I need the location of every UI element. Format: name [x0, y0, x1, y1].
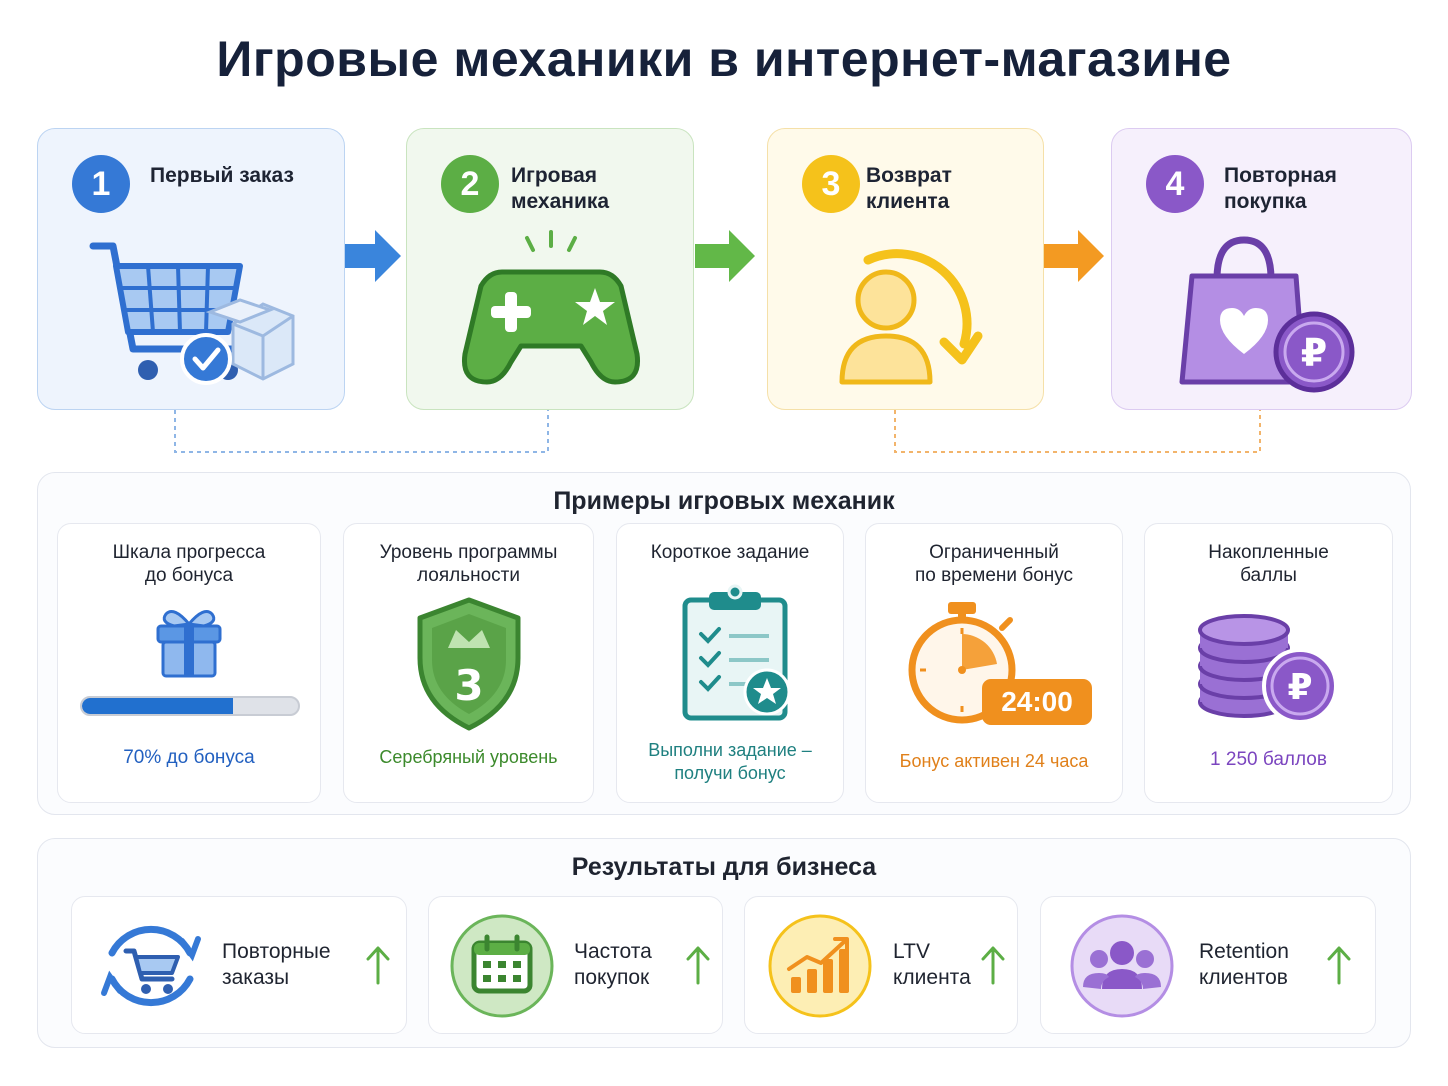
arrow-up-icon [686, 946, 710, 985]
card-title: Шкала прогресса [112, 542, 266, 563]
arrow-right-icon [695, 230, 755, 282]
card-caption: Бонус активен 24 часа [899, 751, 1089, 771]
card-title-2: лояльности [416, 565, 520, 586]
step-label-2: клиента [866, 190, 950, 213]
shopping-bag-icon: ₽ [1179, 236, 1355, 393]
progress-bar [80, 696, 300, 716]
growth-chart-icon [768, 914, 872, 1018]
results-panel: Результаты для бизнеса Повторные заказы [37, 838, 1411, 1048]
dashed-connector [894, 410, 1261, 453]
step-label-2: покупка [1224, 190, 1307, 213]
step-game-mechanic: 2 Игровая механика [406, 128, 694, 410]
result-label: LTV [893, 940, 930, 963]
step-client-return: 3 Возврат клиента [767, 128, 1044, 410]
svg-text:₽: ₽ [1301, 331, 1327, 375]
users-icon [1070, 914, 1174, 1018]
cart-cycle-icon [101, 925, 201, 1007]
card-title: Накопленные [1208, 542, 1329, 563]
checklist-icon [682, 584, 791, 721]
svg-text:₽: ₽ [1287, 667, 1312, 708]
card-title-2: до бонуса [144, 565, 234, 586]
card-title-2: баллы [1240, 565, 1297, 586]
stopwatch-icon: 24:00 [904, 598, 1104, 728]
card-caption: 1 250 баллов [1210, 749, 1327, 770]
page-title: Игровые механики в интернет-магазине [216, 31, 1232, 87]
example-card-loyalty-level: Уровень программы лояльности 3 Серебряны… [343, 523, 594, 803]
arrow-up-icon [981, 946, 1005, 985]
shield-crown-icon: 3 [417, 597, 520, 731]
result-retention: Retention клиентов [1040, 896, 1376, 1034]
example-card-short-task: Короткое задание Выполни задание – получ… [616, 523, 844, 803]
card-title-2: по времени бонус [914, 565, 1074, 586]
step-number: 2 [441, 155, 499, 213]
level-number: 3 [454, 661, 483, 710]
arrow-up-icon [366, 946, 390, 985]
card-caption: Выполни задание – [648, 740, 812, 760]
arrow-up-icon [1327, 946, 1351, 985]
card-caption: 70% до бонуса [123, 747, 255, 768]
progress-fill [82, 698, 234, 714]
coins-icon: ₽ [1197, 614, 1338, 724]
step-label: Первый заказ [150, 164, 294, 187]
step-number: 1 [72, 155, 130, 213]
dashed-connector [174, 410, 549, 453]
examples-panel: Примеры игровых механик Шкала прогресса … [37, 472, 1411, 815]
step-first-order: 1 Первый заказ [37, 128, 345, 410]
result-label-2: клиентов [1199, 966, 1288, 989]
gift-icon [156, 610, 222, 678]
timer-badge: 24:00 [982, 679, 1092, 725]
gamepad-icon [461, 230, 641, 385]
result-purchase-frequency: Частота покупок [428, 896, 723, 1034]
result-ltv: LTV клиента [744, 896, 1018, 1034]
step-label: Повторная [1224, 164, 1337, 187]
examples-title: Примеры игровых механик [553, 487, 895, 515]
card-title: Короткое задание [650, 542, 810, 563]
calendar-icon [450, 914, 554, 1018]
result-label-2: заказы [222, 966, 290, 989]
returning-user-icon [839, 249, 983, 385]
result-label: Retention [1199, 940, 1289, 963]
result-repeat-orders: Повторные заказы [71, 896, 407, 1034]
step-label-2: механика [511, 190, 610, 213]
card-title: Уровень программы [379, 542, 558, 563]
example-card-progress: Шкала прогресса до бонуса 70% до бонуса [57, 523, 321, 803]
shopping-cart-icon [89, 242, 295, 385]
card-caption: Серебряный уровень [379, 747, 558, 767]
results-title: Результаты для бизнеса [571, 853, 877, 881]
step-repeat-purchase: 4 Повторная покупка ₽ [1111, 128, 1412, 410]
step-label: Возврат [866, 164, 952, 187]
card-title: Ограниченный [929, 542, 1059, 563]
arrow-right-icon [1044, 230, 1104, 282]
card-caption-2: получи бонус [674, 763, 786, 783]
result-label-2: покупок [574, 966, 650, 989]
step-label: Игровая [511, 164, 598, 187]
result-label-2: клиента [893, 966, 971, 989]
example-card-timed-bonus: Ограниченный по времени бонус 24:00 Бону… [865, 523, 1123, 803]
result-label: Частота [574, 940, 652, 963]
result-label: Повторные [222, 940, 331, 963]
arrow-right-icon [345, 230, 401, 282]
step-number: 3 [802, 155, 860, 213]
step-number: 4 [1146, 155, 1204, 213]
example-card-points: Накопленные баллы ₽ [1144, 523, 1393, 803]
